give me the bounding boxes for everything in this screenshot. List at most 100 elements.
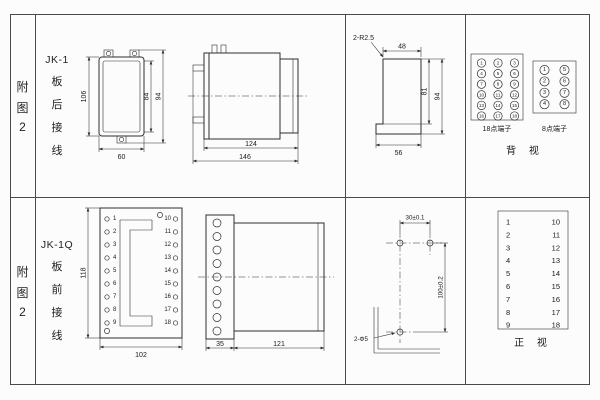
svg-text:2: 2: [506, 230, 510, 239]
svg-text:17: 17: [495, 114, 501, 119]
terminal-table-right: 10 11 12 13 14 15 16 17 18: [552, 218, 560, 330]
case-front-view: 106 84 94 60: [81, 49, 166, 161]
dim-cutout-total-height: 94: [435, 93, 442, 101]
dim-cutout-top: 48: [398, 44, 406, 51]
wiring-char: 板: [51, 261, 63, 273]
wiring-char: 板: [51, 75, 63, 88]
dim-hole-spacing-h: 30±0.1: [406, 215, 425, 222]
svg-text:8: 8: [497, 82, 500, 87]
svg-text:13: 13: [164, 255, 171, 261]
svg-text:16: 16: [552, 295, 560, 304]
figure-char: 图: [16, 100, 29, 115]
svg-text:14: 14: [164, 268, 171, 274]
dim-total-length: 146: [239, 154, 251, 161]
svg-text:6: 6: [506, 282, 510, 291]
note-corner-radius: 2-R2.5: [353, 35, 374, 42]
wiring-char: 后: [51, 98, 63, 111]
svg-text:11: 11: [165, 229, 172, 235]
mounting-hole-icon: [104, 328, 110, 334]
svg-text:4: 4: [480, 71, 483, 76]
connector-side-view: 35 121: [198, 214, 334, 351]
rear-view-label: 背 视: [506, 144, 544, 157]
dim-case-outer: 94: [156, 93, 163, 101]
screw-icon: [118, 137, 124, 143]
figure-label-row1: 附 图 2: [10, 15, 35, 196]
svg-text:3: 3: [543, 90, 546, 96]
svg-text:3: 3: [506, 243, 510, 252]
divider-label-col: [35, 14, 36, 385]
svg-text:11: 11: [552, 230, 560, 239]
svg-text:6: 6: [113, 281, 117, 287]
svg-text:18: 18: [552, 321, 560, 330]
dim-case-height: 106: [81, 91, 88, 103]
figure-label-row2: 附 图 2: [10, 198, 35, 384]
dim-side-right: 121: [273, 341, 285, 348]
wiring-char: 接: [51, 307, 63, 319]
wiring-char: 线: [51, 330, 63, 342]
svg-text:10: 10: [479, 92, 485, 97]
svg-text:1: 1: [113, 216, 117, 222]
model-label-jk1: JK-1 板 后 接 线: [36, 15, 78, 196]
svg-text:15: 15: [164, 281, 171, 287]
wiring-char: 前: [51, 284, 63, 296]
svg-text:16: 16: [164, 294, 171, 300]
model-label-jk1q: JK-1Q 板 前 接 线: [36, 198, 78, 384]
svg-text:5: 5: [506, 269, 510, 278]
svg-text:2: 2: [497, 61, 500, 66]
terminal-18-label: 18点端子: [483, 124, 512, 133]
svg-text:18: 18: [512, 114, 518, 119]
model-name: JK-1: [45, 53, 69, 66]
mounting-hole-icon: [396, 328, 404, 336]
note-hole-size: 2-Φ5: [354, 336, 368, 343]
figure-char: 附: [16, 79, 29, 94]
panel-cutout-view: 2-R2.5 48 81 94 56: [353, 35, 445, 157]
dim-connector-width: 102: [135, 352, 147, 359]
wiring-char: 接: [51, 121, 63, 134]
dim-cutout-bottom: 56: [395, 150, 403, 157]
svg-text:12: 12: [164, 242, 171, 248]
case-side-view: 124 146: [188, 44, 308, 164]
svg-text:17: 17: [164, 307, 171, 313]
svg-text:9: 9: [513, 82, 516, 87]
figure-char: 2: [19, 305, 26, 319]
svg-text:4: 4: [543, 101, 546, 107]
svg-text:12: 12: [512, 92, 518, 97]
screw-icon: [105, 51, 111, 57]
svg-text:12: 12: [552, 243, 560, 252]
svg-text:11: 11: [496, 92, 501, 97]
mounting-hole-icon: [157, 212, 163, 218]
dim-hole-spacing-v: 100±0.2: [438, 276, 445, 299]
svg-text:9: 9: [113, 320, 117, 326]
wiring-char: 线: [51, 144, 63, 157]
svg-text:18: 18: [164, 320, 171, 326]
svg-text:17: 17: [552, 308, 560, 317]
svg-text:4: 4: [506, 256, 510, 265]
svg-text:2: 2: [543, 78, 546, 84]
screw-icon: [131, 51, 137, 57]
svg-text:15: 15: [512, 103, 518, 108]
dim-cutout-inner-height: 81: [422, 88, 429, 96]
front-view-label: 正 视: [514, 336, 552, 349]
model-name: JK-1Q: [40, 239, 74, 251]
svg-text:5: 5: [497, 71, 500, 76]
svg-text:13: 13: [552, 256, 560, 265]
svg-text:8: 8: [113, 307, 117, 313]
svg-text:1: 1: [543, 67, 546, 73]
svg-text:15: 15: [552, 282, 560, 291]
svg-text:14: 14: [552, 269, 560, 278]
svg-text:10: 10: [552, 218, 560, 227]
svg-text:7: 7: [506, 295, 510, 304]
svg-text:4: 4: [113, 255, 117, 261]
divider-col-3: [465, 14, 466, 385]
svg-text:2: 2: [113, 229, 117, 235]
mounting-holes-view: 30±0.1 100±0.2 2-Φ5: [354, 215, 448, 354]
svg-text:8: 8: [563, 101, 566, 107]
